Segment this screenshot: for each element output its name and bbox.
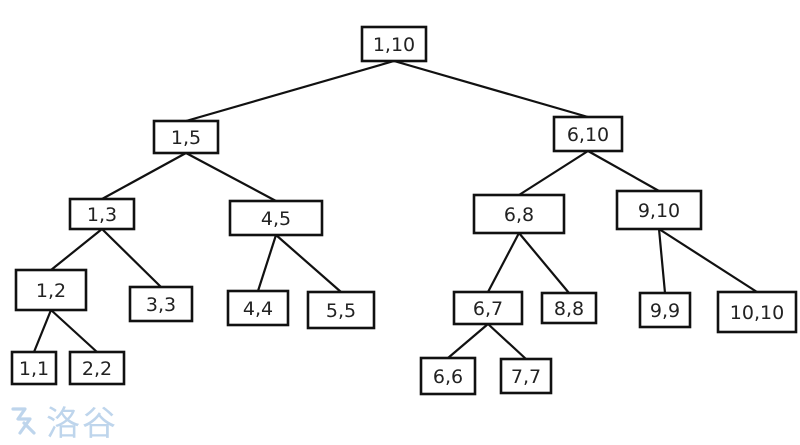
tree-node-box — [14, 268, 88, 312]
tree-edge — [275, 234, 342, 293]
tree-node-1-3: 1,3 — [68, 197, 136, 231]
tree-edge — [50, 309, 98, 353]
tree-edge — [518, 232, 570, 294]
tree-node-label: 8,8 — [554, 298, 584, 320]
tree-node-label: 1,10 — [373, 34, 415, 56]
tree-node-8-8: 8,8 — [540, 291, 598, 325]
tree-node-5-5: 5,5 — [306, 290, 376, 330]
tree-node-1-2: 1,2 — [14, 268, 88, 312]
tree-node-label: 6,6 — [433, 366, 463, 388]
tree-node-box — [68, 350, 126, 386]
tree-node-label: 5,5 — [326, 300, 356, 322]
tree-edge — [657, 228, 667, 294]
tree-edge — [256, 234, 278, 292]
tree-node-box — [306, 290, 376, 330]
tree-edges — [32, 59, 758, 360]
tree-node-6-6: 6,6 — [419, 356, 477, 396]
tree-node-box — [419, 356, 477, 396]
tree-node-label: 9,10 — [638, 200, 680, 222]
tree-edge — [101, 228, 162, 288]
tree-node-box — [552, 115, 624, 153]
tree-node-label: 1,3 — [87, 204, 117, 226]
tree-node-label: 2,2 — [82, 358, 112, 380]
tree-node-label: 4,4 — [243, 298, 273, 320]
tree-node-label: 7,7 — [511, 366, 541, 388]
tree-nodes: 1,10 1,5 6,10 1,3 4,5 6,8 9,10 1,2 3,3 4,4 5,5 6,7 8… — [10, 25, 798, 396]
tree-node-1-1: 1,1 — [10, 350, 58, 386]
tree-node-box — [499, 357, 553, 395]
tree-node-label: 3,3 — [146, 294, 176, 316]
tree-node-6-10: 6,10 — [552, 115, 624, 153]
tree-node-box — [226, 289, 290, 327]
tree-node-4-5: 4,5 — [228, 199, 324, 237]
tree-node-box — [716, 290, 798, 334]
tree-node-label: 6,10 — [567, 124, 609, 146]
tree-node-box — [540, 291, 598, 325]
tree-edge — [185, 59, 395, 123]
tree-node-box — [228, 199, 324, 237]
tree-node-label: 9,9 — [650, 300, 680, 322]
tree-node-9-9: 9,9 — [638, 291, 692, 329]
tree-node-4-4: 4,4 — [226, 289, 290, 327]
tree-edge — [487, 232, 520, 293]
tree-node-2-2: 2,2 — [68, 350, 126, 386]
tree-node-6-7: 6,7 — [452, 290, 524, 326]
tree-node-box — [68, 197, 136, 231]
tree-node-label: 4,5 — [261, 208, 291, 230]
tree-node-3-3: 3,3 — [128, 285, 194, 323]
tree-node-label: 6,8 — [504, 204, 534, 226]
tree-edge — [447, 323, 489, 359]
tree-edge — [518, 150, 589, 196]
tree-edge — [393, 59, 589, 119]
tree-node-1-10: 1,10 — [360, 25, 428, 63]
tree-node-9-10: 9,10 — [615, 189, 703, 231]
tree-edge — [185, 152, 277, 202]
tree-node-label: 1,1 — [19, 358, 49, 380]
tree-edge — [32, 309, 53, 353]
tree-node-7-7: 7,7 — [499, 357, 553, 395]
tree-node-box — [472, 193, 566, 235]
tree-edge — [50, 228, 103, 271]
tree-node-box — [152, 119, 220, 155]
tree-node-box — [452, 290, 524, 326]
tree-node-6-8: 6,8 — [472, 193, 566, 235]
tree-edge — [101, 152, 187, 200]
luogu-watermark: 洛谷 — [6, 398, 118, 444]
tree-edge — [487, 323, 527, 360]
tree-node-label: 6,7 — [473, 298, 503, 320]
watermark-text: 洛谷 — [46, 403, 118, 444]
tree-edge — [658, 228, 758, 293]
tree-node-box — [638, 291, 692, 329]
luogu-logo-icon — [11, 407, 36, 435]
tree-node-label: 1,5 — [171, 127, 201, 149]
tree-node-box — [128, 285, 194, 323]
tree-node-box — [10, 350, 58, 386]
tree-node-box — [615, 189, 703, 231]
tree-node-1-5: 1,5 — [152, 119, 220, 155]
tree-node-10-10: 10,10 — [716, 290, 798, 334]
tree-node-label: 10,10 — [730, 302, 784, 324]
tree-node-label: 1,2 — [36, 280, 66, 302]
tree-edge — [587, 150, 660, 192]
tree-node-box — [360, 25, 428, 63]
